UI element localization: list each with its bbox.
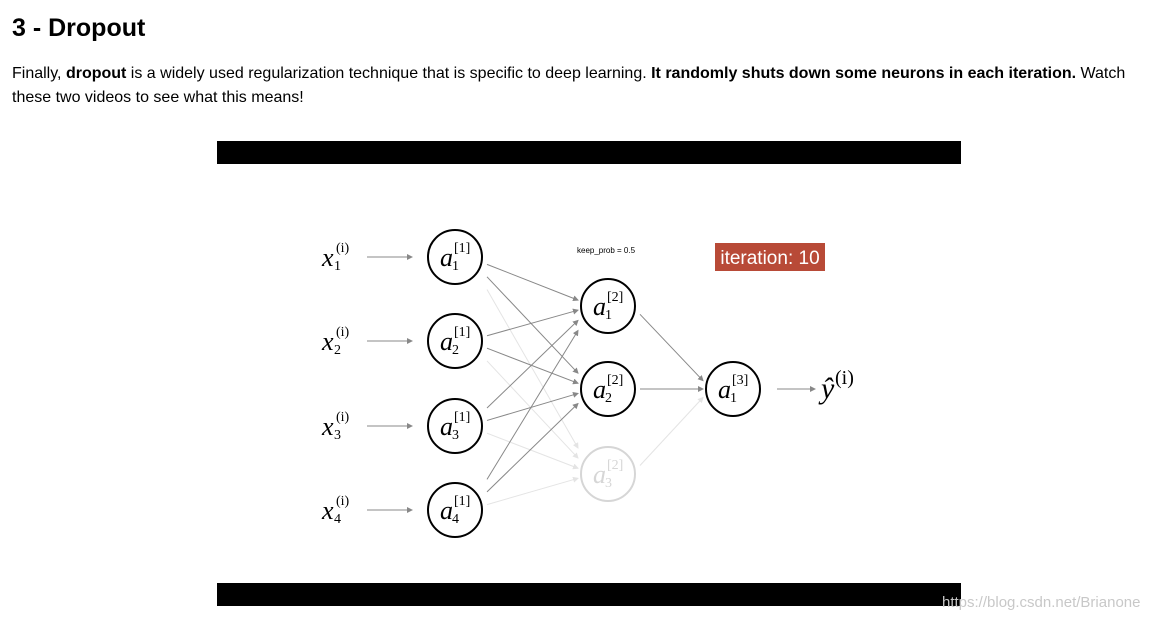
input-label-2: x(i) 2: [321, 325, 350, 358]
neuron-label-l1-1-base: a: [440, 243, 453, 272]
hidden-edge: [486, 360, 579, 459]
input-label-1-base: x: [321, 243, 334, 272]
hidden-edge: [486, 276, 579, 374]
output-label-sup: (i): [835, 367, 854, 389]
neuron-label-l2-3: a[2] 3: [593, 458, 623, 491]
output-edge: [639, 313, 704, 382]
neuron-label-l2-2-sup: [2]: [607, 373, 623, 388]
neuron-label-l3-1-sub: 1: [730, 391, 737, 406]
neuron-label-l2-2-base: a: [593, 375, 606, 404]
hidden-edge: [486, 432, 579, 470]
hidden-edge: [486, 347, 579, 385]
neuron-label-l1-2-sup: [1]: [454, 325, 470, 340]
input-label-4-sup: (i): [336, 494, 350, 509]
neuron-label-l1-1-sup: [1]: [454, 241, 470, 256]
neuron-layer2-1: [580, 278, 636, 334]
intro-paragraph: Finally, dropout is a widely used regula…: [12, 62, 1152, 110]
neuron-label-l2-1-sup: [2]: [607, 290, 623, 305]
input-label-1: x(i) 1: [321, 241, 350, 274]
neuron-layer1-2: [427, 313, 483, 369]
neuron-label-l2-2-sub: 2: [605, 391, 612, 406]
input-label-2-sub: 2: [334, 343, 341, 358]
input-label-3: x(i) 3: [321, 410, 350, 443]
neuron-label-l2-3-base: a: [593, 460, 606, 489]
neuron-layer1-3: [427, 398, 483, 454]
output-edge: [639, 396, 704, 466]
intro-text-2: is a widely used regularization techniqu…: [126, 65, 652, 82]
hidden-edge: [486, 289, 579, 449]
input-label-4-sub: 4: [334, 512, 341, 527]
network-diagram: x(i)1x(i)2x(i)3x(i)4a[1]1a[1]2a[1]3a[1]4…: [321, 229, 854, 538]
neuron-label-l2-3-sub: 3: [605, 476, 612, 491]
input-label-3-sub: 3: [334, 428, 341, 443]
hidden-edge: [486, 402, 579, 493]
video-letterbox-bottom: [217, 583, 961, 606]
neuron-label-l1-1-sub: 1: [452, 259, 459, 274]
neuron-label-l1-2-base: a: [440, 327, 453, 356]
input-label-4: x(i) 4: [321, 494, 350, 527]
input-label-1-sub: 1: [334, 259, 341, 274]
neuron-layer2-3: [580, 446, 636, 502]
input-label-3-sup: (i): [336, 410, 350, 425]
neuron-layer1-4: [427, 482, 483, 538]
input-label-2-base: x: [321, 327, 334, 356]
neuron-label-l1-4: a[1] 4: [440, 494, 470, 527]
hidden-edge: [486, 263, 579, 302]
neuron-label-l3-1: a[3] 1: [718, 373, 748, 406]
network-edges: [367, 254, 816, 513]
neuron-layer1-1: [427, 229, 483, 285]
neuron-label-l1-2-sub: 2: [452, 343, 459, 358]
input-label-4-base: x: [321, 496, 334, 525]
neuron-label-l3-1-base: a: [718, 375, 731, 404]
neuron-label-l1-3: a[1] 3: [440, 410, 470, 443]
neuron-label-l2-1-sub: 1: [605, 308, 612, 323]
network-nodes: x(i)1x(i)2x(i)3x(i)4a[1]1a[1]2a[1]3a[1]4…: [321, 229, 854, 538]
section-heading: 3 - Dropout: [12, 14, 146, 42]
hidden-edge: [486, 329, 579, 480]
input-label-2-sup: (i): [336, 325, 350, 340]
video-letterbox-top: [217, 141, 961, 164]
neuron-label-l2-1-base: a: [593, 292, 606, 321]
output-label-base: ŷ: [818, 372, 835, 405]
intro-bold-dropout: dropout: [65, 65, 127, 82]
hidden-edge: [486, 319, 579, 409]
neuron-label-l1-3-sup: [1]: [454, 410, 470, 425]
neuron-layer3-1: [705, 361, 761, 417]
intro-text-1: Finally,: [12, 65, 66, 82]
input-label-3-base: x: [321, 412, 334, 441]
hidden-edge: [486, 391, 579, 421]
output-label: ŷ(i): [818, 367, 854, 405]
input-label-1-sup: (i): [336, 241, 350, 256]
iteration-badge-bg: [715, 243, 825, 271]
neuron-label-l2-3-sup: [2]: [607, 458, 623, 473]
neuron-label-l1-4-sup: [1]: [454, 494, 470, 509]
hidden-edge: [486, 476, 579, 506]
neuron-layer2-2: [580, 361, 636, 417]
neuron-label-l3-1-sup: [3]: [732, 373, 748, 388]
neuron-label-l1-3-base: a: [440, 412, 453, 441]
neuron-label-l1-4-base: a: [440, 496, 453, 525]
iteration-label: iteration: 10: [720, 248, 819, 269]
intro-text-3: Watch these two videos to see what this …: [12, 65, 1126, 106]
watermark: https://blog.csdn.net/Brianone: [942, 594, 1141, 611]
neuron-label-l1-4-sub: 4: [452, 512, 459, 527]
neuron-label-l2-2: a[2] 2: [593, 373, 623, 406]
keep-prob-label: keep_prob = 0.5: [577, 246, 636, 255]
neuron-label-l1-2: a[1] 2: [440, 325, 470, 358]
neuron-label-l2-1: a[2] 1: [593, 290, 623, 323]
neuron-label-l1-3-sub: 3: [452, 428, 459, 443]
hidden-edge: [486, 308, 579, 337]
intro-bold-sentence: It randomly shuts down some neurons in e…: [651, 65, 1077, 82]
neuron-label-l1-1: a[1] 1: [440, 241, 470, 274]
